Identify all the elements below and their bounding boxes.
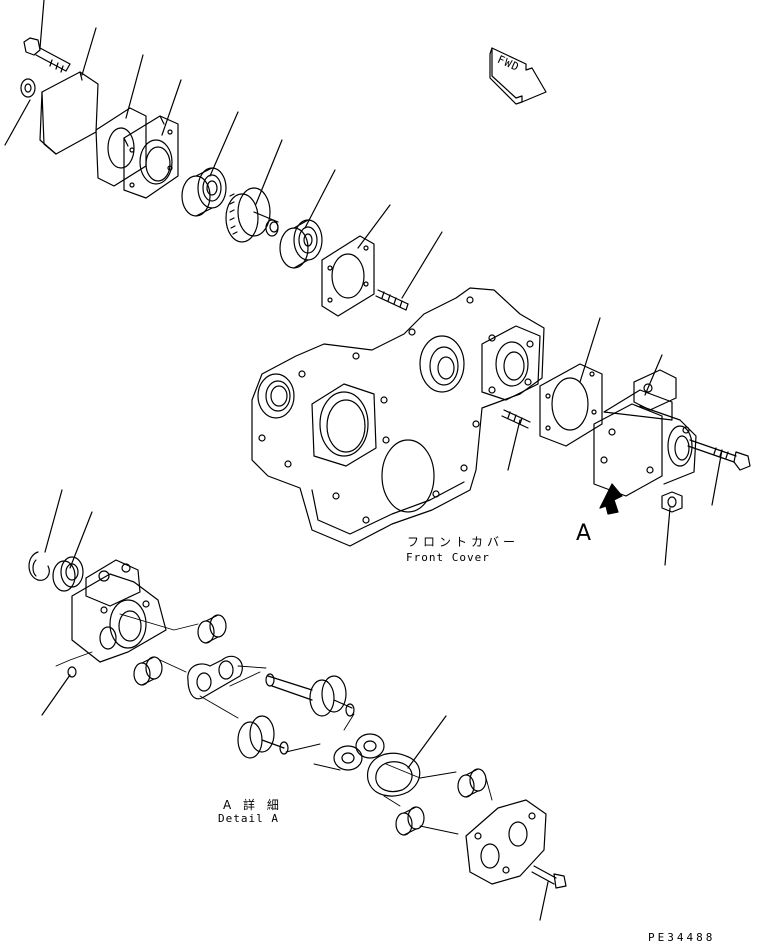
front-cover-casting (252, 288, 544, 546)
pump-rear-cover (466, 800, 546, 884)
oil-seal (53, 557, 83, 591)
front-cover-label-jp: フロントカバー (407, 535, 520, 549)
bearing-rear (280, 220, 322, 268)
cover-plate (40, 72, 98, 154)
hydraulic-pump (594, 370, 696, 496)
seal-gasket (368, 753, 420, 796)
drawing-number: PE34488 (648, 931, 716, 944)
pump-gasket (540, 364, 602, 446)
rear-side-plate (334, 734, 384, 770)
bushing-lower-right (396, 807, 424, 835)
bushing-upper-left (198, 615, 226, 643)
pump-bolt (688, 440, 750, 470)
pump-nut (662, 492, 682, 512)
bushing-upper-right (458, 769, 486, 797)
view-marker: A (576, 521, 592, 546)
fwd-arrow-icon (490, 48, 546, 104)
detail-label-jp: A 詳 細 (223, 798, 283, 812)
front-cover-label-en: Front Cover (406, 551, 490, 564)
stud-bolt-upper (376, 290, 408, 310)
drive-gear (226, 188, 278, 242)
cover-bolt (532, 866, 566, 888)
flange-housing (124, 116, 178, 198)
gasket (96, 108, 146, 186)
leader-lines (5, 0, 722, 920)
washer (21, 79, 35, 97)
driven-gear (238, 716, 288, 758)
drive-shaft-gear (266, 674, 354, 716)
pump-front-body (72, 560, 166, 662)
assembly-connectors (56, 614, 492, 834)
side-plate (188, 656, 243, 698)
detail-label-en: Detail A (218, 812, 279, 825)
bushing-lower-left (134, 657, 162, 685)
mounting-bolt (24, 38, 70, 72)
stud-bolt-lower (502, 410, 530, 428)
bearing-front (182, 168, 226, 216)
view-arrow (600, 484, 622, 514)
cover-gasket (322, 236, 374, 316)
snap-ring (29, 552, 49, 580)
dowel-pin (68, 667, 76, 677)
